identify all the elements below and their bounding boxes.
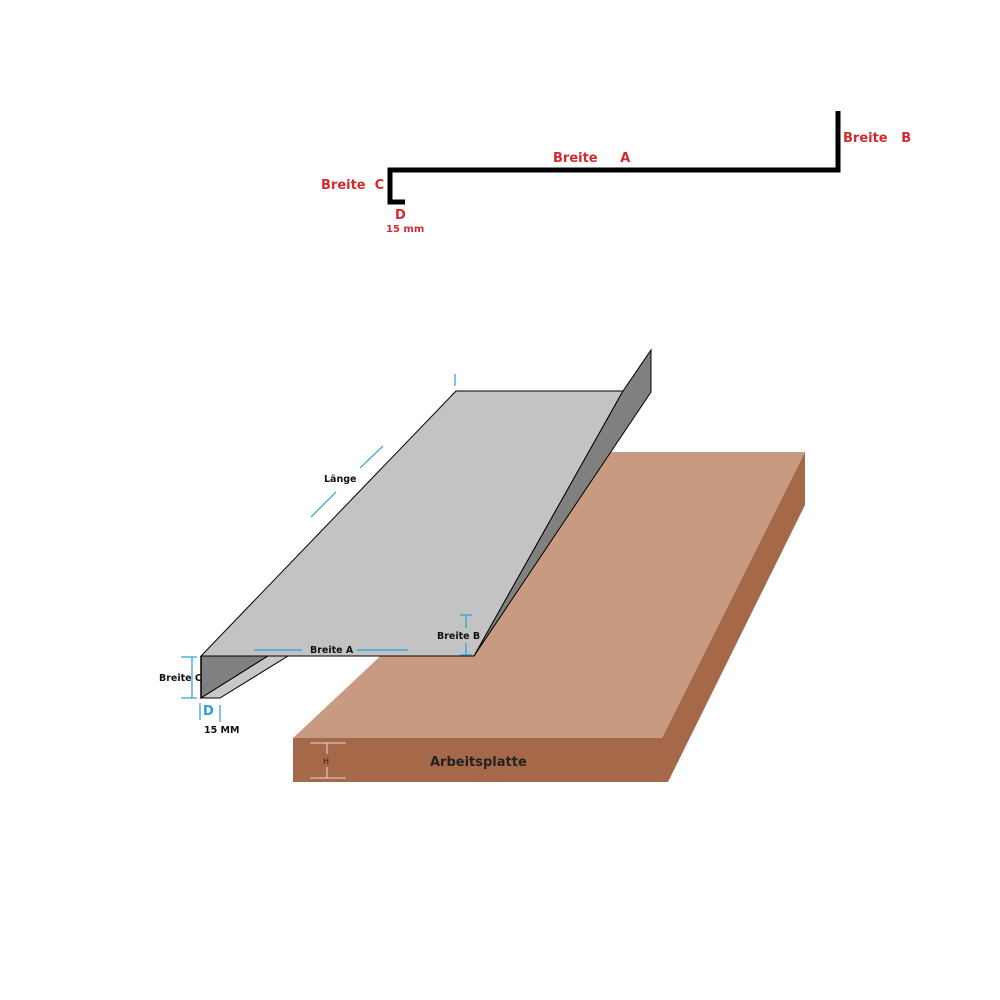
worktop-right-side	[662, 452, 805, 782]
d-label: D	[203, 704, 214, 719]
dim-d	[199, 703, 221, 722]
breite-b-label: Breite B	[437, 631, 480, 642]
breite-a-label: Breite A	[310, 645, 354, 656]
dim-length-lower	[310, 491, 337, 518]
sheet-drip-edge	[199, 655, 290, 699]
worktop-label: Arbeitsplatte	[430, 755, 527, 770]
profile-label-breite-a: Breite A	[553, 151, 630, 166]
height-label: H	[323, 757, 329, 766]
profile-label-breite-c: Breite C	[321, 178, 384, 193]
profile-label-breite-b: Breite B	[843, 131, 911, 146]
dim-length-upper	[359, 445, 384, 469]
profile-outline	[387, 111, 841, 205]
profile-label-d: D	[395, 208, 406, 223]
d-size-label: 15 MM	[204, 725, 239, 736]
worktop-top	[293, 452, 805, 738]
length-label: Länge	[324, 474, 356, 485]
worktop-front	[293, 738, 662, 782]
sheet-back-wall	[473, 348, 652, 657]
dim-breite-b	[460, 614, 472, 656]
profile-label-d-size: 15 mm	[386, 224, 424, 235]
height-dimension	[310, 742, 346, 779]
dim-breite-c	[181, 656, 197, 699]
breite-c-label: Breite C	[159, 673, 202, 684]
